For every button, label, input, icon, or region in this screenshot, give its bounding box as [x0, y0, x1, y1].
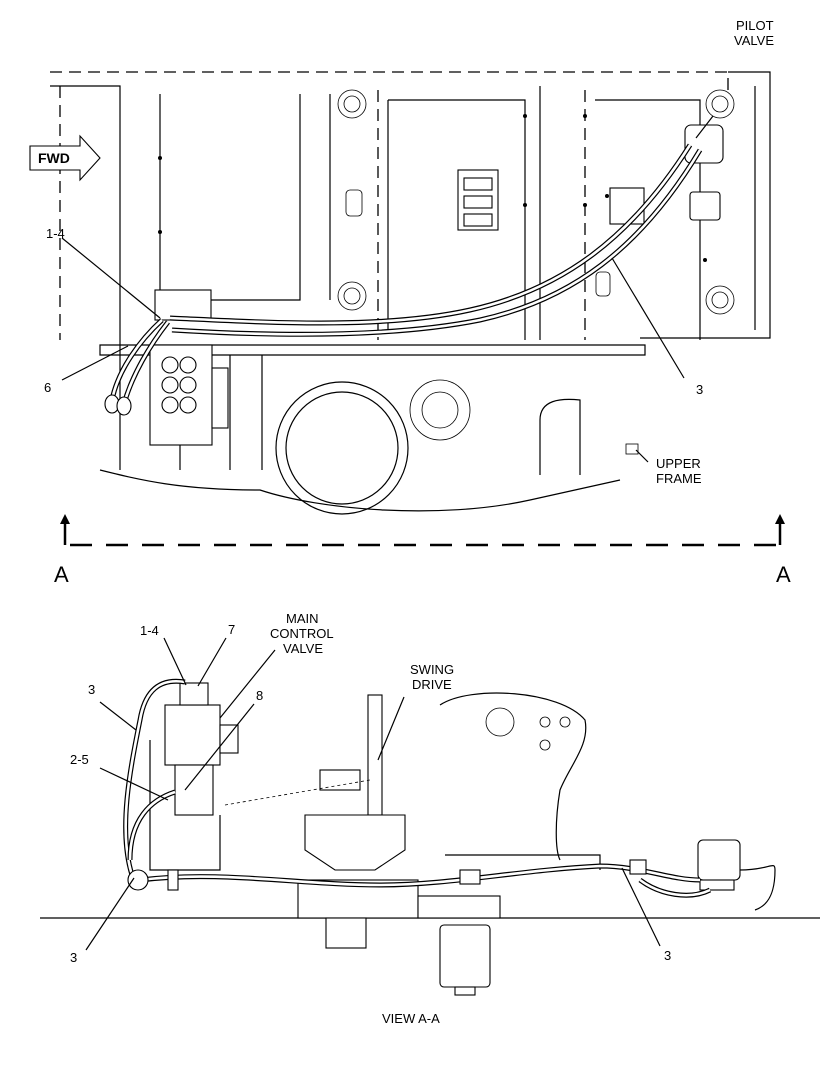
swing-drive-label-line1: SWING: [410, 662, 454, 677]
pilot-valve-label-line1: PILOT: [736, 18, 774, 33]
section-line-a-a: [60, 514, 785, 547]
leader-lines: [61, 115, 714, 951]
callout-top-6: 6: [44, 380, 51, 395]
main-control-valve-label-line2: CONTROL: [270, 626, 334, 641]
upper-frame-label-line1: UPPER: [656, 456, 701, 471]
callout-bottom-8: 8: [256, 688, 263, 703]
fwd-arrow-label: FWD: [38, 150, 70, 166]
section-marker-left: A: [54, 562, 69, 587]
labels: PILOT VALVE FWD 1-4 6 3 UPPER FRAME A A …: [38, 18, 791, 1026]
callout-top-1-4: 1-4: [46, 226, 65, 241]
callout-bottom-3-lower-left: 3: [70, 950, 77, 965]
main-control-valve-label-line3: VALVE: [283, 641, 323, 656]
upper-frame-label-line2: FRAME: [656, 471, 702, 486]
callout-bottom-7: 7: [228, 622, 235, 637]
top-view: [29, 71, 771, 515]
main-control-valve-label-line1: MAIN: [286, 611, 319, 626]
view-title: VIEW A-A: [382, 1011, 440, 1026]
callout-bottom-2-5: 2-5: [70, 752, 89, 767]
callout-bottom-3-lower-right: 3: [664, 948, 671, 963]
callout-top-3: 3: [696, 382, 703, 397]
pilot-valve-label-line2: VALVE: [734, 33, 774, 48]
swing-drive-label-line2: DRIVE: [412, 677, 452, 692]
callout-bottom-3-upper: 3: [88, 682, 95, 697]
callout-bottom-1-4: 1-4: [140, 623, 159, 638]
section-marker-right: A: [776, 562, 791, 587]
section-view: [40, 678, 820, 996]
